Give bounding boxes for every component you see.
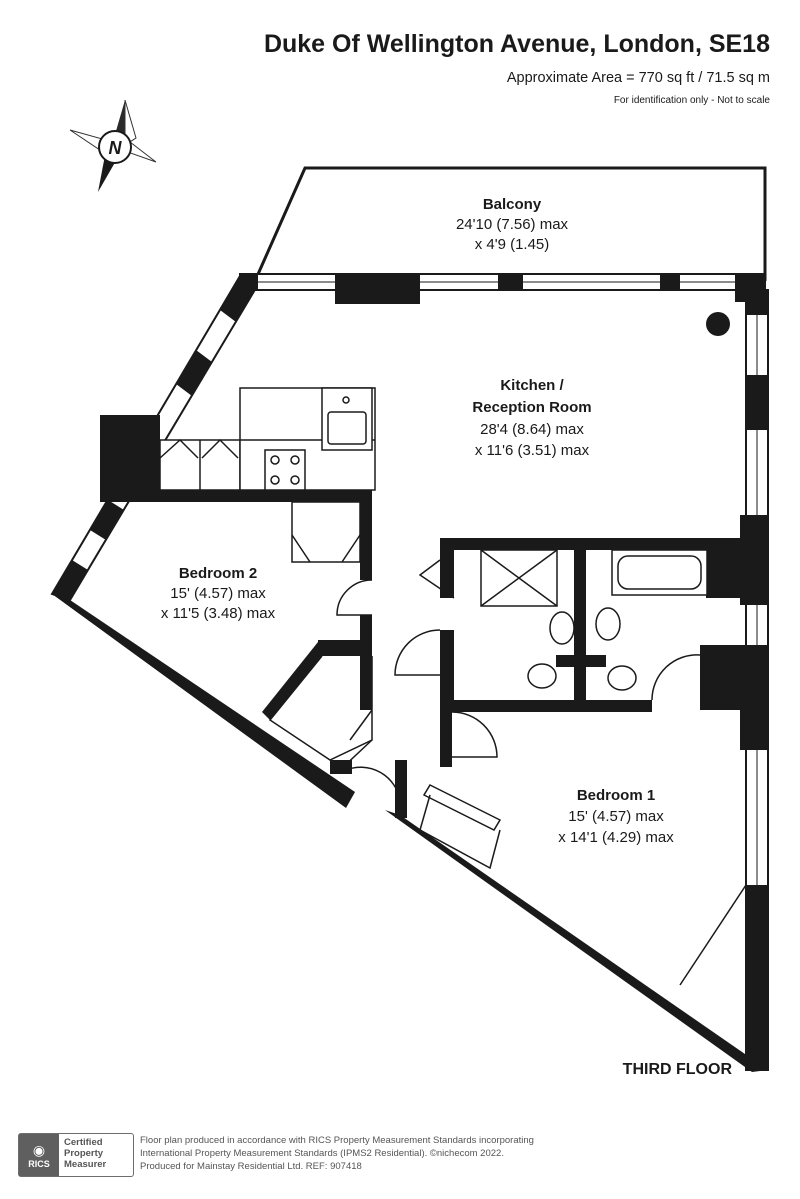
bedroom-2-walls xyxy=(100,490,372,720)
balcony-dim-1: 24'10 (7.56) max xyxy=(456,216,569,233)
rics-logo: ◉ RICS xyxy=(19,1134,59,1176)
bedroom-1-door[interactable] xyxy=(451,711,498,758)
scale-disclaimer: For identification only - Not to scale xyxy=(613,95,770,106)
bedroom-2-dim-1: 15' (4.57) max xyxy=(170,585,266,602)
balcony-label: Balcony 24'10 (7.56) max x 4'9 (1.45) xyxy=(456,196,569,253)
bathroom-door[interactable] xyxy=(394,629,441,676)
kitchen-dim-2: x 11'6 (3.51) max xyxy=(475,442,590,459)
balcony-window-wall xyxy=(239,273,766,304)
rics-line-3: Measurer xyxy=(64,1159,107,1170)
footer-line-1: Floor plan produced in accordance with R… xyxy=(140,1135,534,1146)
entrance-door[interactable] xyxy=(345,766,401,801)
approximate-area: Approximate Area = 770 sq ft / 71.5 sq m xyxy=(506,70,770,86)
rics-line-2: Property xyxy=(64,1148,104,1159)
bedroom-1-wardrobe xyxy=(419,794,501,870)
balcony-outline xyxy=(253,166,767,282)
bedroom-2-wardrobe xyxy=(291,501,361,563)
footer-line-3: Produced for Mainstay Residential Ltd. R… xyxy=(140,1161,362,1172)
footer-line-2: International Property Measurement Stand… xyxy=(140,1148,504,1159)
bathroom-walls xyxy=(440,538,740,712)
hall-store-door[interactable] xyxy=(418,559,455,599)
rics-badge-text: Certified Property Measurer xyxy=(59,1134,111,1176)
hall-cupboard xyxy=(268,655,373,761)
balcony-name: Balcony xyxy=(483,196,542,213)
compass-letter: N xyxy=(109,138,123,158)
rics-logo-icon: ◉ xyxy=(32,1141,46,1158)
balcony-dim-2: x 4'9 (1.45) xyxy=(475,236,550,253)
bedroom-1-dim-1: 15' (4.57) max xyxy=(568,808,664,825)
kitchen-name-2: Reception Room xyxy=(472,399,591,416)
compass-north-icon: N xyxy=(69,99,157,192)
bedroom-1-dim-2: x 14'1 (4.29) max xyxy=(558,829,674,846)
bedroom-1-label: Bedroom 1 15' (4.57) max x 14'1 (4.29) m… xyxy=(558,787,674,846)
rics-logo-text: RICS xyxy=(28,1158,50,1169)
rics-line-1: Certified xyxy=(64,1137,103,1148)
property-title: Duke Of Wellington Avenue, London, SE18 xyxy=(263,30,770,58)
floor-label: THIRD FLOOR xyxy=(622,1061,732,1078)
column xyxy=(706,312,730,336)
rics-badge: ◉ RICS Certified Property Measurer xyxy=(18,1133,134,1177)
bathroom-fixtures xyxy=(480,549,708,691)
bedroom-1-name: Bedroom 1 xyxy=(577,787,655,804)
bedroom-2-label: Bedroom 2 15' (4.57) max x 11'5 (3.48) m… xyxy=(161,565,276,622)
kitchen-name-1: Kitchen / xyxy=(500,377,564,394)
bedroom-2-name: Bedroom 2 xyxy=(179,565,257,582)
bedroom-1-walls xyxy=(422,712,502,831)
kitchen-dim-1: 28'4 (8.64) max xyxy=(480,421,584,438)
bedroom-2-dim-2: x 11'5 (3.48) max xyxy=(161,605,276,622)
kitchen-wall-block xyxy=(100,415,160,500)
kitchen-label: Kitchen / Reception Room 28'4 (8.64) max… xyxy=(472,377,591,459)
bedroom-1-cupboard xyxy=(679,884,747,986)
bedroom-2-door[interactable] xyxy=(336,579,373,616)
ensuite-door[interactable] xyxy=(651,654,701,701)
kitchen-units xyxy=(159,387,376,491)
footer-note: Floor plan produced in accordance with R… xyxy=(140,1134,580,1173)
